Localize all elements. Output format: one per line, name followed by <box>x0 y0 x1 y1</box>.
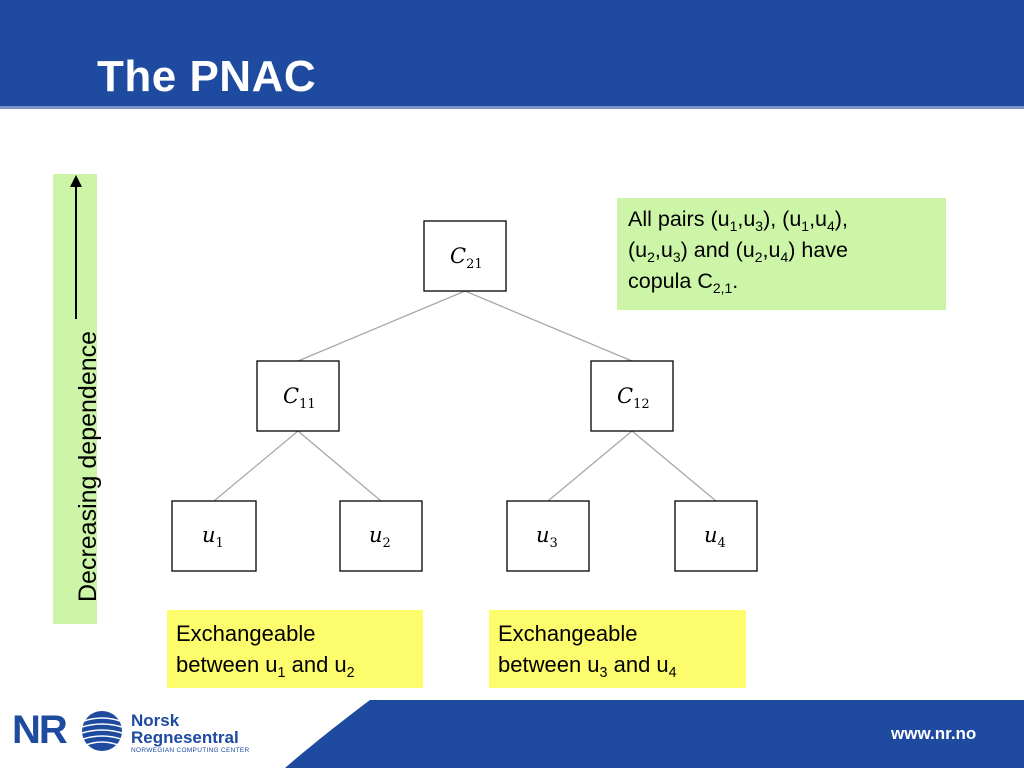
edge-c12-u4 <box>631 430 717 502</box>
arrow-up-icon <box>70 175 82 187</box>
node-c21 <box>423 220 507 292</box>
node-u4-label: u4 <box>704 523 726 551</box>
node-u3-label: u3 <box>536 523 558 551</box>
edge-c12-u3 <box>547 430 633 502</box>
node-u1-label: u1 <box>202 523 224 551</box>
node-u2-label: u2 <box>369 523 391 551</box>
edge-c11-u1 <box>213 430 299 502</box>
node-u1 <box>171 500 257 572</box>
node-c11 <box>256 360 340 432</box>
edge-c11-u2 <box>297 430 382 502</box>
slide-title: The PNAC <box>97 52 317 101</box>
edge-c21-c11 <box>297 290 466 362</box>
footer-url-link[interactable]: www.nr.no <box>891 724 977 743</box>
node-c12-label: C12 <box>617 384 650 412</box>
edge-c21-c12 <box>464 290 633 362</box>
node-u2 <box>339 500 423 572</box>
logo-tagline: NORWEGIAN COMPUTING CENTER <box>131 747 250 754</box>
pairs-note: All pairs (u1,u3), (u1,u4),(u2,u3) and (… <box>617 198 946 310</box>
node-u3 <box>506 500 590 572</box>
header-bar <box>0 0 1024 106</box>
globe-icon <box>81 711 123 751</box>
axis-arrow-line <box>75 184 77 319</box>
node-c12 <box>590 360 674 432</box>
node-c21-label: C21 <box>450 244 483 272</box>
nr-logo-mark: NR <box>12 708 68 752</box>
header-rule <box>0 106 1024 109</box>
node-u4 <box>674 500 758 572</box>
node-c11-label: C11 <box>283 384 316 412</box>
